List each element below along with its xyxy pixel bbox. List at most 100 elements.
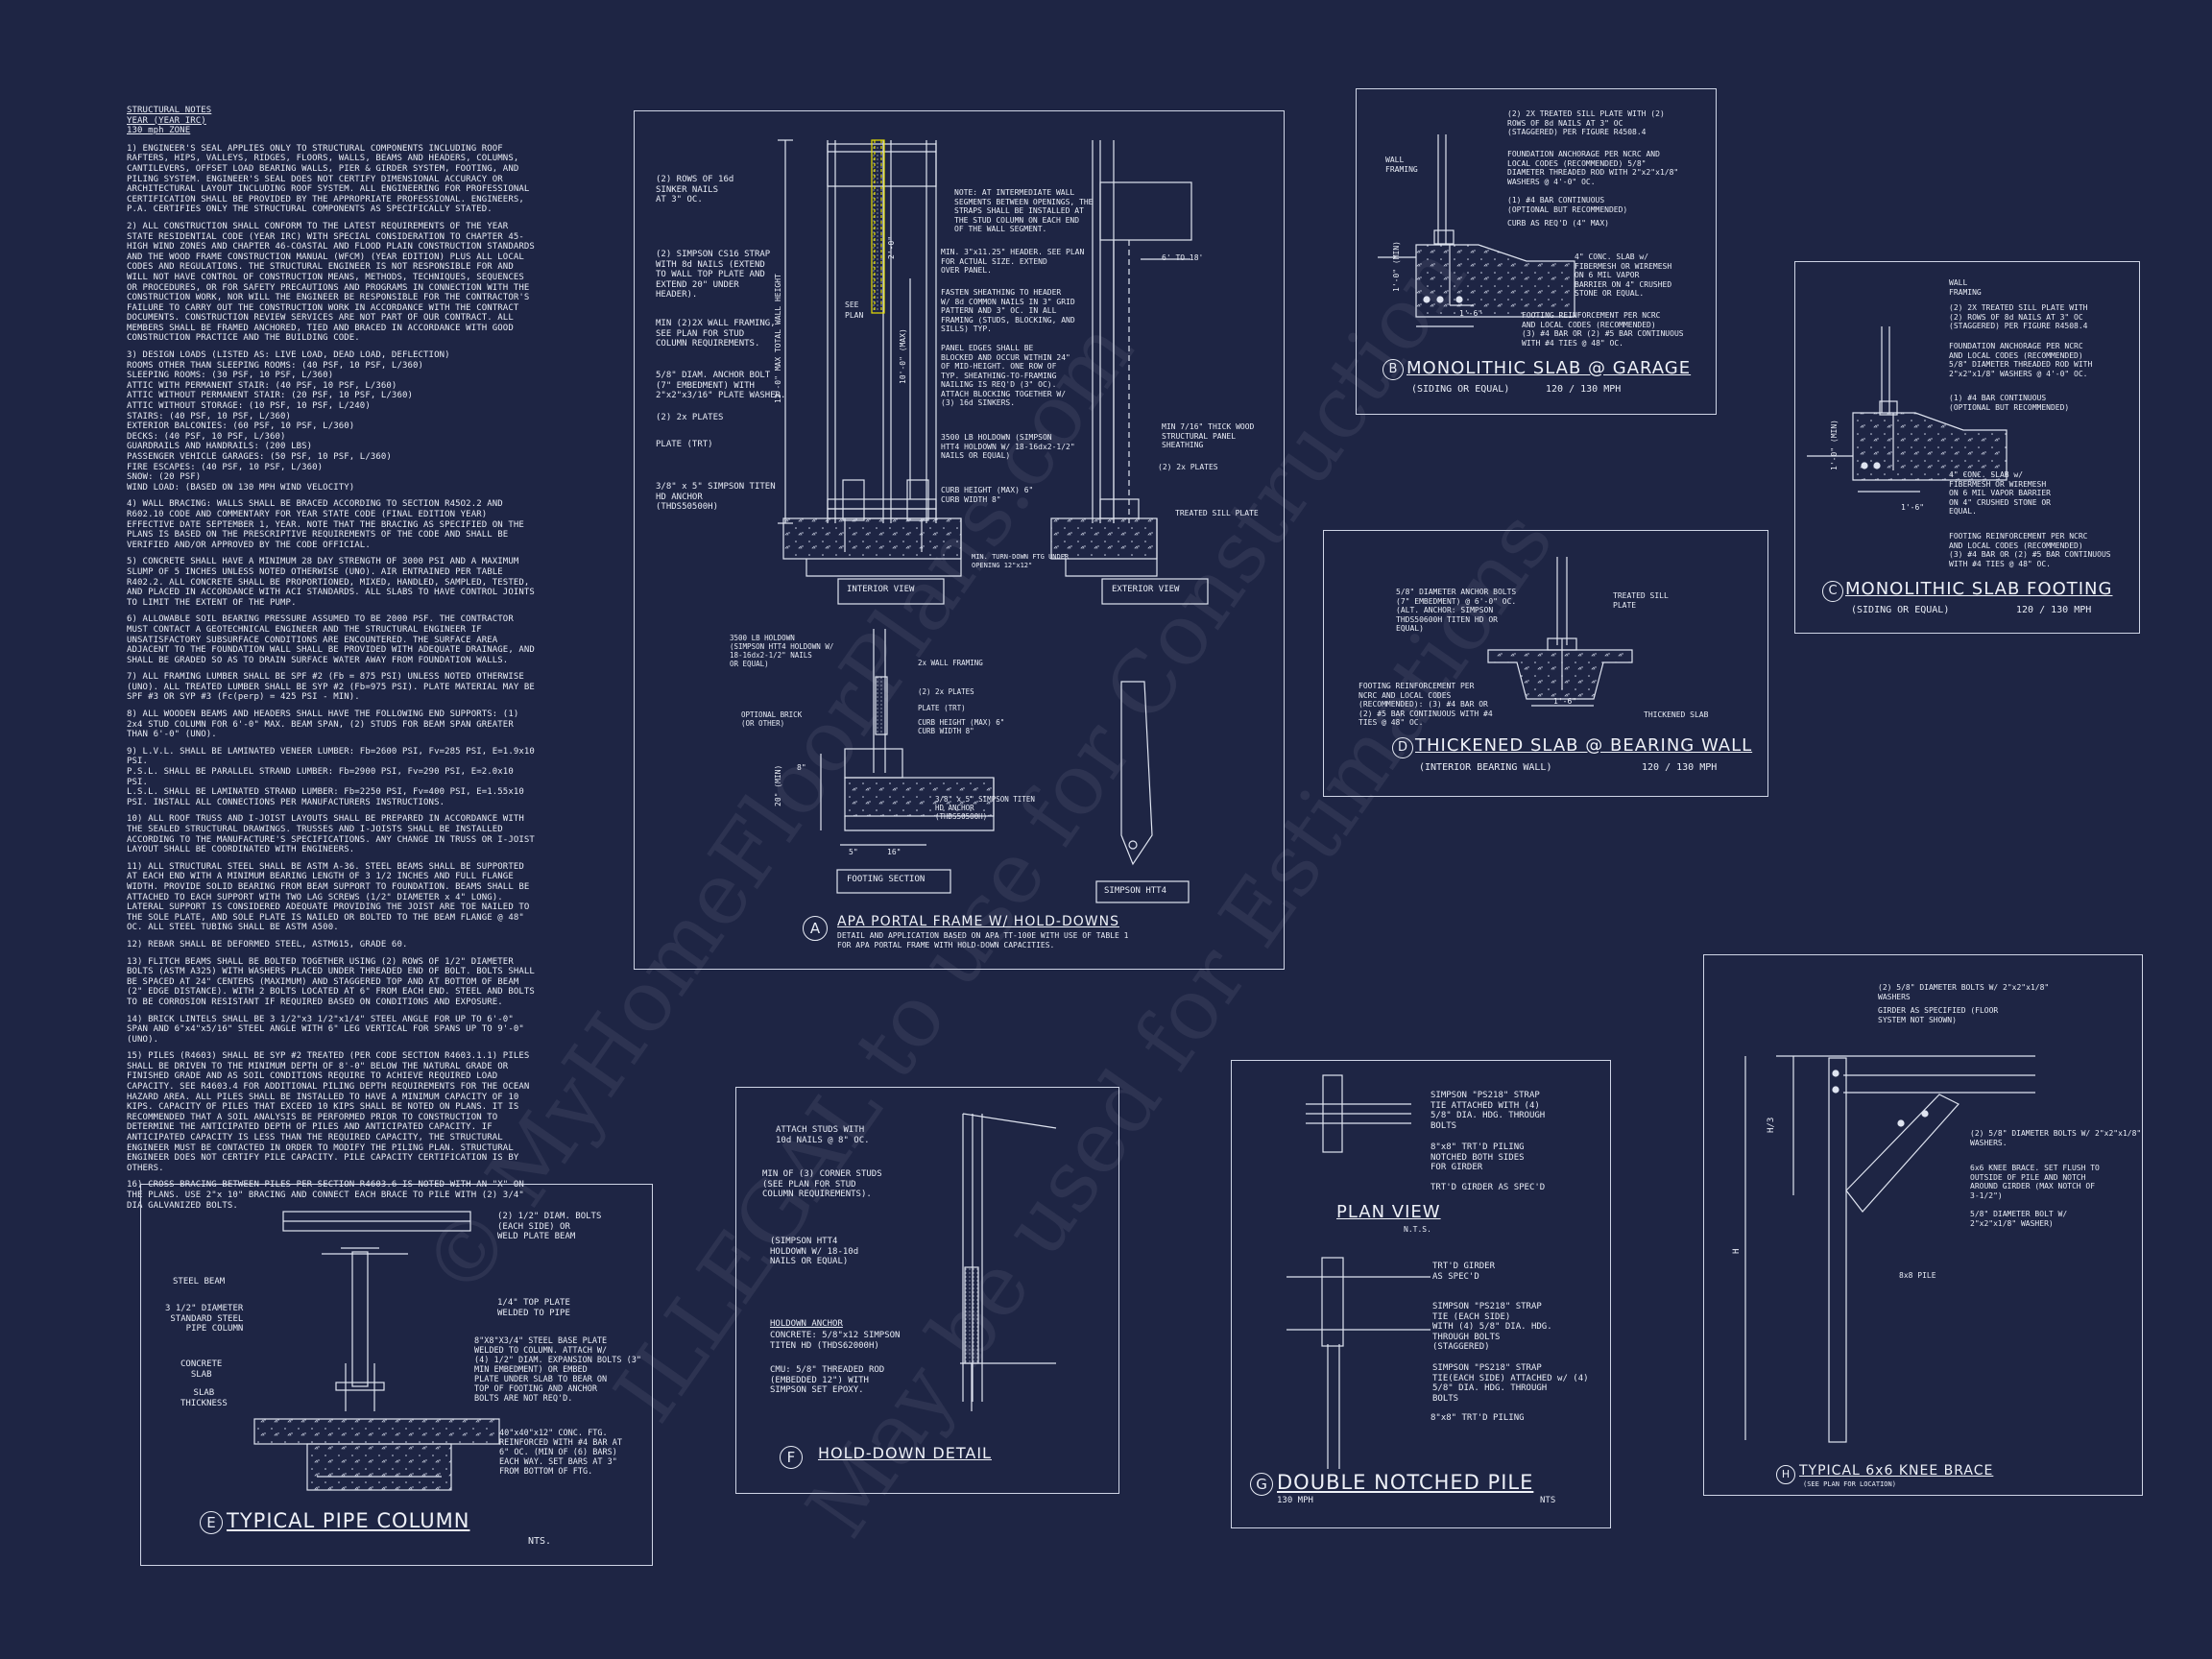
e-thick: SLAB THICKNESS — [180, 1388, 228, 1408]
g-strap3: SIMPSON "PS218" STRAP TIE(EACH SIDE) ATT… — [1432, 1363, 1589, 1404]
h-bolt3: 5/8" DIAMETER BOLT W/ 2"x2"x1/8" WASHER) — [1970, 1210, 2068, 1228]
c-bar: (1) #4 BAR CONTINUOUS (OPTIONAL BUT RECO… — [1949, 394, 2070, 412]
structural-notes: STRUCTURAL NOTES YEAR (YEAR IRC) 130 mph… — [127, 106, 540, 1217]
d-sill: TREATED SILL PLATE — [1613, 591, 1669, 610]
a-sheathing: MIN 7/16" THICK WOOD STRUCTURAL PANEL SH… — [1162, 422, 1255, 449]
d-reinf: FOOTING REINFORCEMENT PER NCRC AND LOCAL… — [1358, 682, 1493, 727]
notes-heading-3: 130 mph ZONE — [127, 126, 191, 136]
detail-h-title: TYPICAL 6x6 KNEE BRACE — [1799, 1463, 1994, 1479]
c-anchorage: FOUNDATION ANCHORAGE PER NCRC AND LOCAL … — [1949, 342, 2093, 378]
note-11: 11) ALL STRUCTURAL STEEL SHALL BE ASTM A… — [127, 861, 535, 933]
detail-g-drawing — [1286, 1074, 1431, 1469]
note-12: 12) REBAR SHALL BE DEFORMED STEEL, ASTM6… — [127, 939, 408, 950]
f-corner: MIN OF (3) CORNER STUDS (SEE PLAN FOR ST… — [762, 1169, 882, 1199]
d-thick: THICKENED SLAB — [1644, 710, 1709, 719]
detail-c-marker: C — [1822, 581, 1843, 602]
d-anchor: 5/8" DIAMETER ANCHOR BOLTS (7" EMBEDMENT… — [1396, 588, 1517, 633]
g-plan-view: PLAN VIEW — [1336, 1202, 1441, 1222]
b-sill: (2) 2X TREATED SILL PLATE WITH (2) ROWS … — [1507, 109, 1665, 136]
b-dim-h: 1'-0" (MIN) — [1392, 241, 1401, 292]
g-strap1: SIMPSON "PS218" STRAP TIE ATTACHED WITH … — [1431, 1091, 1546, 1131]
detail-d-marker: D — [1392, 737, 1413, 758]
c-dim-h: 1'-0" (MIN) — [1830, 420, 1839, 470]
e-base: 8"X8"X3/4" STEEL BASE PLATE WELDED TO CO… — [474, 1336, 641, 1404]
detail-a-frame — [634, 110, 1285, 970]
b-slab: 4" CONC. SLAB w/ FIBERMESH OR WIREMESH O… — [1575, 252, 1672, 298]
f-concrete: CONCRETE: 5/8"x12 SIMPSON TITEN HD (THDS… — [770, 1331, 901, 1351]
a-fs-plate-trt: PLATE (TRT) — [918, 704, 966, 712]
a-titen: 3/8" x 5" SIMPSON TITEN HD ANCHOR (THDS5… — [656, 482, 776, 512]
e-beam: STEEL BEAM — [173, 1277, 226, 1286]
detail-c-subtitle: (SIDING OR EQUAL) — [1851, 605, 1950, 615]
e-ftg: 40"x40"x12" CONC. FTG. REINFORCED WITH #… — [499, 1429, 622, 1477]
a-plate-trt: PLATE (TRT) — [656, 440, 713, 449]
g-pile2: 8"x8" TRT'D PILING — [1431, 1413, 1525, 1423]
a-fs-holdown: 3500 LB HOLDOWN (SIMPSON HTT4 HOLDOWN W/… — [730, 634, 834, 668]
a-sinker-nails: (2) ROWS OF 16d SINKER NAILS AT 3" OC. — [656, 175, 734, 204]
detail-e-marker: E — [200, 1511, 223, 1534]
note-14: 14) BRICK LINTELS SHALL BE 3 1/2"x3 1/2"… — [127, 1014, 530, 1045]
detail-d-speed: 120 / 130 MPH — [1642, 762, 1718, 773]
note-8: 8) ALL WOODEN BEAMS AND HEADERS SHALL HA… — [127, 709, 524, 740]
h-bolts1: (2) 5/8" DIAMETER BOLTS W/ 2"x2"x1/8" WA… — [1878, 983, 2050, 1001]
detail-b-marker: B — [1382, 359, 1404, 380]
note-10: 10) ALL ROOF TRUSS AND I-JOIST LAYOUTS S… — [127, 814, 541, 855]
a-see-plan: SEE PLAN — [845, 301, 864, 320]
b-curb: CURB AS REQ'D (4" MAX) — [1507, 219, 1609, 228]
a-plates: (2) 2x PLATES — [656, 413, 724, 422]
note-15: 15) PILES (R4603) SHALL BE SYP #2 TREATE… — [127, 1051, 535, 1173]
detail-d-subtitle: (INTERIOR BEARING WALL) — [1419, 762, 1552, 773]
f-htt4: (SIMPSON HTT4 HOLDOWN W/ 18-10d NAILS OR… — [770, 1237, 859, 1266]
f-cmu: CMU: 5/8" THREADED ROD (EMBEDDED 12") WI… — [770, 1365, 885, 1395]
a-plates-ext: (2) 2x PLATES — [1158, 463, 1218, 471]
a-curb: CURB HEIGHT (MAX) 6" CURB WIDTH 8" — [941, 486, 1034, 504]
a-header: MIN. 3"x11.25" HEADER. SEE PLAN FOR ACTU… — [941, 248, 1085, 275]
c-slab: 4" CONC. SLAB w/ FIBERMESH OR WIREMESH O… — [1949, 470, 2051, 516]
g-pile1: 8"x8" TRT'D PILING NOTCHED BOTH SIDES FO… — [1431, 1142, 1525, 1172]
a-exterior-view-label: EXTERIOR VIEW — [1112, 585, 1180, 594]
note-9: 9) L.V.L. SHALL BE LAMINATED VENEER LUMB… — [127, 746, 535, 807]
detail-g-marker: G — [1250, 1473, 1273, 1496]
b-anchorage: FOUNDATION ANCHORAGE PER NCRC AND LOCAL … — [1507, 150, 1679, 186]
a-footing-section-label: FOOTING SECTION — [847, 875, 926, 884]
b-bar: (1) #4 BAR CONTINUOUS (OPTIONAL BUT RECO… — [1507, 196, 1628, 214]
notes-heading-1: STRUCTURAL NOTES — [127, 106, 212, 115]
c-reinf: FOOTING REINFORCEMENT PER NCRC AND LOCAL… — [1949, 532, 2111, 568]
detail-c-title: MONOLITHIC SLAB FOOTING — [1845, 579, 2113, 599]
detail-c-drawing — [1807, 326, 2008, 493]
a-max-total: 12'-0" MAX TOTAL WALL HEIGHT — [774, 274, 782, 403]
detail-d-title: THICKENED SLAB @ BEARING WALL — [1415, 735, 1753, 756]
note-5: 5) CONCRETE SHALL HAVE A MINIMUM 28 DAY … — [127, 557, 541, 608]
note-13: 13) FLITCH BEAMS SHALL BE BOLTED TOGETHE… — [127, 956, 541, 1007]
a-fs-brick: OPTIONAL BRICK (OR OTHER) — [741, 710, 803, 728]
c-sill: (2) 2X TREATED SILL PLATE WITH (2) ROWS … — [1949, 303, 2088, 330]
c-wall: WALL FRAMING — [1949, 278, 1982, 297]
detail-b-drawing — [1378, 134, 1575, 327]
a-fs-titen: 3/8" x 5" SIMPSON TITEN HD ANCHOR (THDS5… — [935, 795, 1035, 821]
note-16: 16) CROSS BRACING BETWEEN PILES PER SECT… — [127, 1180, 530, 1211]
detail-f-frame — [735, 1087, 1119, 1494]
detail-b-speed: 120 / 130 MPH — [1546, 384, 1622, 395]
detail-b-title: MONOLITHIC SLAB @ GARAGE — [1407, 358, 1692, 378]
a-panel-edges: PANEL EDGES SHALL BE BLOCKED AND OCCUR W… — [941, 344, 1070, 407]
detail-f-drawing — [960, 1113, 1057, 1411]
detail-g-frame — [1231, 1060, 1611, 1528]
a-fs-dim-8: 8" — [797, 763, 806, 772]
e-top: 1/4" TOP PLATE WELDED TO PIPE — [497, 1298, 570, 1318]
h-pile: 8x8 PILE — [1899, 1271, 1936, 1280]
note-4: 4) WALL BRACING: WALLS SHALL BE BRACED A… — [127, 499, 530, 550]
detail-e-title: TYPICAL PIPE COLUMN — [227, 1509, 470, 1532]
note-2: 2) ALL CONSTRUCTION SHALL CONFORM TO THE… — [127, 221, 541, 344]
detail-c-frame — [1794, 261, 2140, 634]
g-nts: N.T.S. — [1404, 1225, 1431, 1234]
detail-g-nts2: NTS — [1540, 1496, 1556, 1505]
detail-a-title: APA PORTAL FRAME W/ HOLD-DOWNS — [837, 914, 1119, 929]
a-interior-view-label: INTERIOR VIEW — [847, 585, 915, 594]
a-dim-6-18: 6' TO 18' — [1162, 253, 1204, 262]
note-1: 1) ENGINEER'S SEAL APPLIES ONLY TO STRUC… — [127, 143, 535, 215]
d-dim-w: 1'-6" — [1553, 697, 1577, 706]
b-dim-w: 1'-6" — [1459, 309, 1483, 318]
b-reinf: FOOTING REINFORCEMENT PER NCRC AND LOCAL… — [1522, 311, 1684, 348]
h-bolts2: (2) 5/8" DIAMETER BOLTS W/ 2"x2"x1/8" WA… — [1970, 1129, 2142, 1147]
